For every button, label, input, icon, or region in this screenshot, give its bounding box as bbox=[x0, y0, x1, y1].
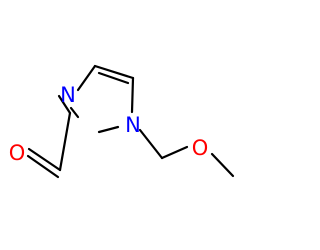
molecule-drawing: N N O O bbox=[9, 64, 235, 179]
bond-c5-n1 bbox=[130, 76, 135, 114]
bond-ch2-o bbox=[160, 145, 189, 160]
bond-c2-cho bbox=[58, 111, 72, 172]
bond-c4-c5 bbox=[93, 64, 135, 80]
bond-co-lower bbox=[26, 154, 60, 179]
atom-n1: N bbox=[125, 113, 141, 137]
bond-co-upper bbox=[27, 147, 62, 172]
bonds bbox=[26, 64, 235, 179]
bond-o-ch3 bbox=[210, 152, 235, 178]
atom-n3: N bbox=[60, 83, 76, 107]
atom-labels: N N O O bbox=[9, 83, 209, 165]
bond-c4-c5-inner bbox=[97, 71, 130, 85]
bond-n1-ch2 bbox=[138, 128, 164, 160]
bond-n3-c4 bbox=[76, 64, 97, 92]
bond-n1-c2 bbox=[97, 125, 120, 134]
atom-o-carbonyl: O bbox=[9, 141, 26, 165]
structure-canvas: N N O O bbox=[9, 64, 235, 179]
bond-c2-n3-inner bbox=[69, 106, 80, 119]
bond-c2-n3 bbox=[57, 94, 72, 115]
atom-o-ether: O bbox=[192, 136, 209, 160]
